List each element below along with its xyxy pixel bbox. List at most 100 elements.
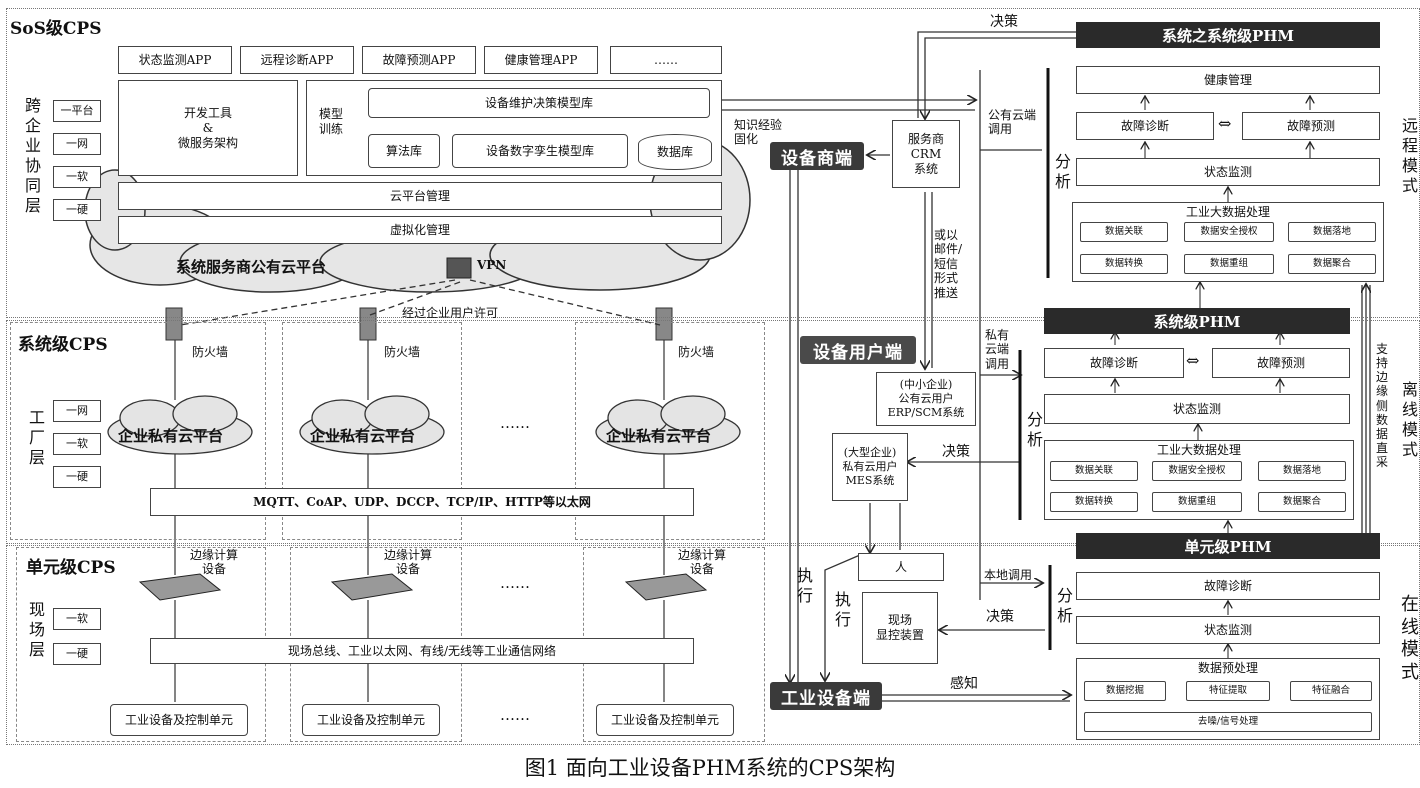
device-unit-1: 工业设备及控制单元 [110, 704, 248, 736]
system-col-3 [575, 322, 765, 540]
mode-online: 在 线 模 式 [1401, 594, 1419, 683]
decision-model-lib: 设备维护决策模型库 [368, 88, 710, 118]
cloud-platform-mgmt: 云平台管理 [118, 182, 722, 210]
private-cloud-label-3: 企业私有云平台 [606, 427, 712, 445]
unit-pp-denoise: 去噪/信号处理 [1084, 712, 1372, 732]
firewall-label-1: 防火墙 [192, 345, 229, 359]
unit-title: 单元级CPS [26, 558, 116, 578]
sys-phm-title: 系统级PHM [1044, 308, 1350, 334]
sys-state-monitor: 状态监测 [1044, 394, 1350, 424]
unit-pp-feature-extract: 特征提取 [1186, 681, 1270, 701]
system-layer-item-1: 一网 [53, 400, 101, 422]
unit-layer-item-2: 一硬 [53, 643, 101, 665]
execute-label-1: 执 行 [796, 566, 813, 605]
knowledge-label: 知识经验 固化 [734, 118, 783, 147]
dev-tools-box: 开发工具 & 微服务架构 [118, 80, 298, 176]
sos-state-monitor: 状态监测 [1076, 158, 1380, 186]
app-remote-diagnosis: 远程诊断APP [240, 46, 354, 74]
sos-fault-diagnosis: 故障诊断 [1076, 112, 1214, 140]
sys-bd-aggregate: 数据聚合 [1258, 492, 1346, 512]
app-status-monitor: 状态监测APP [118, 46, 232, 74]
unit-pp-mining: 数据挖掘 [1084, 681, 1166, 701]
database-cylinder: 数据库 [638, 134, 712, 170]
edge-label-1: 边缘计算 设备 [190, 548, 239, 577]
app-more: …… [610, 46, 722, 74]
ethernet-protocols: MQTT、CoAP、UDP、DCCP、TCP/IP、HTTP等以太网 [150, 488, 694, 516]
unit-fault-diagnosis: 故障诊断 [1076, 572, 1380, 600]
onsite-display: 现场 显控装置 [862, 592, 938, 664]
device-unit-3: 工业设备及控制单元 [596, 704, 734, 736]
digital-twin-lib: 设备数字孪生模型库 [452, 134, 628, 168]
analysis-label-1: 分 析 [1054, 152, 1071, 191]
private-cloud-shapes [107, 395, 741, 455]
sys-bd-association: 数据关联 [1050, 461, 1138, 481]
sos-layer-item-4: 一硬 [53, 199, 101, 221]
sos-diag-pred-arrow: ⇔ [1218, 114, 1232, 133]
system-layer-item-2: 一软 [53, 433, 101, 455]
industrial-device-side: 工业设备端 [770, 682, 882, 710]
local-call-label: 本地调用 [984, 568, 1033, 582]
vpn-icon [446, 257, 472, 279]
unit-state-monitor: 状态监测 [1076, 616, 1380, 644]
system-layer-item-3: 一硬 [53, 466, 101, 488]
notify-label: 或以 邮件/ 短信 形式 推送 [934, 228, 963, 300]
unit-pp-feature-fusion: 特征融合 [1290, 681, 1372, 701]
sys-bd-security: 数据安全授权 [1152, 461, 1242, 481]
sys-bd-convert: 数据转换 [1050, 492, 1138, 512]
sos-fault-prediction: 故障预测 [1242, 112, 1380, 140]
sys-bd-reorg: 数据重组 [1152, 492, 1242, 512]
public-cloud-label: 系统服务商公有云平台 [176, 258, 327, 276]
large-mes-system: (大型企业) 私有云用户 MES系统 [832, 433, 908, 501]
edge-label-2: 边缘计算 设备 [384, 548, 433, 577]
firewall-label-2: 防火墙 [384, 345, 421, 359]
sos-bd-reorg: 数据重组 [1184, 254, 1274, 274]
app-health-management: 健康管理APP [484, 46, 598, 74]
permit-label: 经过企业用户许可 [402, 306, 499, 320]
model-train-label: 模型 训练 [319, 107, 344, 136]
vpn-label: VPN [477, 258, 507, 272]
sos-layer-label: 跨 企 业 协 同 层 [24, 96, 41, 215]
sos-bd-landing: 数据落地 [1288, 222, 1376, 242]
sys-diag-pred-arrow: ⇔ [1186, 351, 1200, 370]
sos-phm-title: 系统之系统级PHM [1076, 22, 1380, 48]
crm-system: 服务商 CRM 系统 [892, 120, 960, 188]
algorithm-lib: 算法库 [368, 134, 440, 168]
system-ellipsis: …… [500, 414, 530, 432]
mode-remote: 远 程 模 式 [1401, 116, 1418, 195]
sos-bd-convert: 数据转换 [1080, 254, 1168, 274]
sos-bd-association: 数据关联 [1080, 222, 1168, 242]
system-col-1 [10, 322, 266, 540]
firewall-label-3: 防火墙 [678, 345, 715, 359]
device-unit-2: 工业设备及控制单元 [302, 704, 440, 736]
sos-layer-item-1: 一平台 [53, 100, 101, 122]
sys-bd-landing: 数据落地 [1258, 461, 1346, 481]
unit-ellipsis-1: …… [500, 574, 530, 592]
private-call-label: 私有 云端 调用 [985, 328, 1010, 371]
system-col-2 [282, 322, 462, 540]
sos-layer-item-3: 一软 [53, 166, 101, 188]
person-box: 人 [858, 553, 944, 581]
sos-layer-item-2: 一网 [53, 133, 101, 155]
execute-label-2: 执 行 [834, 590, 851, 629]
unit-phm-title: 单元级PHM [1076, 533, 1380, 559]
analysis-label-3: 分 析 [1056, 586, 1073, 625]
analysis-label-2: 分 析 [1026, 410, 1043, 449]
public-call-label: 公有云端 调用 [988, 108, 1037, 137]
unit-layer-item-1: 一软 [53, 608, 101, 630]
decision-label-mid: 决策 [942, 444, 970, 460]
firewall-icons [165, 307, 673, 341]
sos-bd-aggregate: 数据聚合 [1288, 254, 1376, 274]
figure-caption: 图1 面向工业设备PHM系统的CPS架构 [524, 756, 896, 780]
private-cloud-label-2: 企业私有云平台 [310, 427, 416, 445]
sos-bd-security: 数据安全授权 [1184, 222, 1274, 242]
edge-label-3: 边缘计算 设备 [678, 548, 727, 577]
sys-fault-prediction: 故障预测 [1212, 348, 1350, 378]
vendor-side: 设备商端 [770, 142, 864, 170]
virtualization-mgmt: 虚拟化管理 [118, 216, 722, 244]
mode-offline: 离 线 模 式 [1401, 380, 1418, 459]
sme-erp-system: (中小企业) 公有云用户 ERP/SCM系统 [876, 372, 976, 426]
edge-device-icons [138, 573, 708, 601]
field-network: 现场总线、工业以太网、有线/无线等工业通信网络 [150, 638, 694, 664]
sense-label: 感知 [950, 676, 978, 692]
user-side: 设备用户端 [800, 336, 916, 364]
